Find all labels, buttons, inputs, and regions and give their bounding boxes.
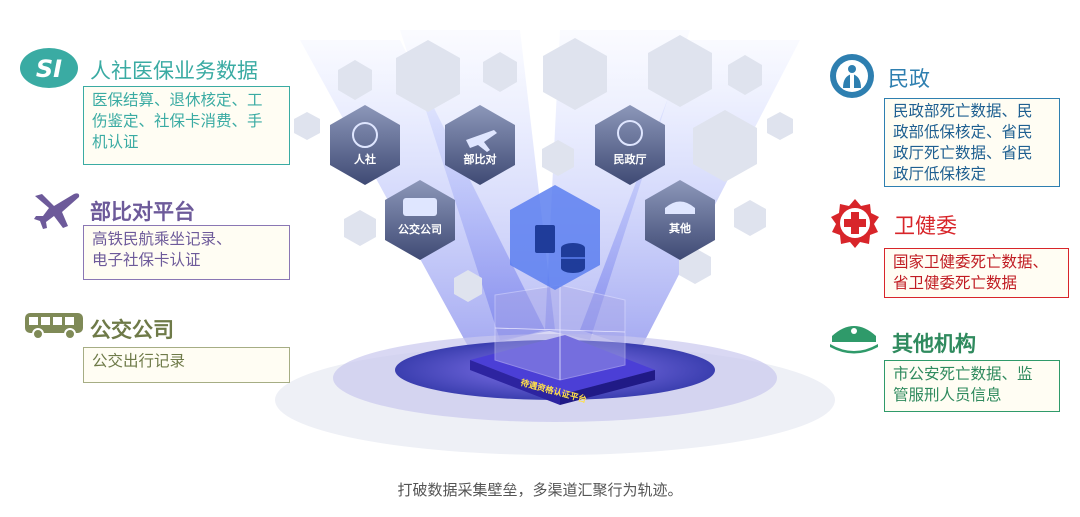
civil-affairs-icon [830, 54, 874, 98]
svg-text:部比对: 部比对 [464, 152, 497, 166]
box-line: 公交出行记录 [92, 352, 186, 370]
si-logo-icon: SI [20, 48, 78, 88]
box-line: 政厅低保核定 [893, 165, 987, 183]
bus-icon [25, 313, 83, 340]
weijianwei-box: 国家卫健委死亡数据、 省卫健委死亡数据 [884, 248, 1069, 298]
box-line: 国家卫健委死亡数据、 [893, 253, 1049, 271]
platform-side-left [470, 360, 560, 405]
svg-text:其他: 其他 [669, 221, 691, 235]
platform-side-right [560, 370, 655, 405]
box-line: 机认证 [92, 133, 139, 151]
renshe-title: 人社医保业务数据 [90, 59, 258, 83]
decorative-hexes [294, 35, 793, 302]
renshe-box: 医保结算、退休核定、工 伤鉴定、社保卡消费、手 机认证 [83, 86, 290, 165]
central-illustration: 待遇资格认证平台 人社 部比对 [275, 30, 835, 455]
gongjiao-box: 公交出行记录 [83, 347, 290, 383]
svg-text:公交公司: 公交公司 [398, 222, 442, 236]
caption: 打破数据采集壁垒，多渠道汇聚行为轨迹。 [397, 481, 683, 499]
box-line: 省卫健委死亡数据 [893, 274, 1018, 292]
qita-box: 市公安死亡数据、监 管服刑人员信息 [884, 360, 1060, 412]
box-line: 管服刑人员信息 [893, 386, 1002, 404]
hex-renshe: 人社 [330, 105, 400, 185]
svg-text:人社: 人社 [354, 152, 376, 166]
gongjiao-title: 公交公司 [90, 318, 174, 342]
box-line: 市公安死亡数据、监 [893, 365, 1033, 383]
database-icon [535, 225, 585, 273]
platform-top [470, 335, 655, 395]
bubidui-title: 部比对平台 [90, 200, 195, 224]
box-line: 民政部死亡数据、民 [893, 102, 1033, 120]
box-line: 医保结算、退休核定、工 [92, 91, 263, 109]
health-cross-icon [831, 199, 879, 248]
minzheng-box: 民政部死亡数据、民 政部低保核定、省民 政厅死亡数据、省民 政厅低保核定 [884, 98, 1060, 187]
hex-gongjiao: 公交公司 [385, 180, 455, 260]
box-line: 政部低保核定、省民 [893, 123, 1033, 141]
airplane-icon [34, 193, 80, 229]
box-line: 高铁民航乘坐记录、 [92, 230, 232, 248]
box-line: 电子社保卡认证 [92, 251, 201, 269]
hex-minzhengting: 民政厅 [595, 105, 665, 185]
hex-qita: 其他 [645, 180, 715, 260]
box-line: 伤鉴定、社保卡消费、手 [92, 112, 263, 130]
hex-bubidui: 部比对 [445, 105, 515, 185]
svg-text:SI: SI [36, 55, 62, 83]
weijianwei-title: 卫健委 [894, 214, 957, 238]
police-cap-icon [830, 326, 878, 354]
qita-title: 其他机构 [892, 332, 976, 356]
bubidui-box: 高铁民航乘坐记录、 电子社保卡认证 [83, 225, 290, 280]
minzheng-title: 民政 [888, 67, 930, 91]
svg-text:民政厅: 民政厅 [614, 152, 647, 166]
box-line: 政厅死亡数据、省民 [893, 144, 1033, 162]
